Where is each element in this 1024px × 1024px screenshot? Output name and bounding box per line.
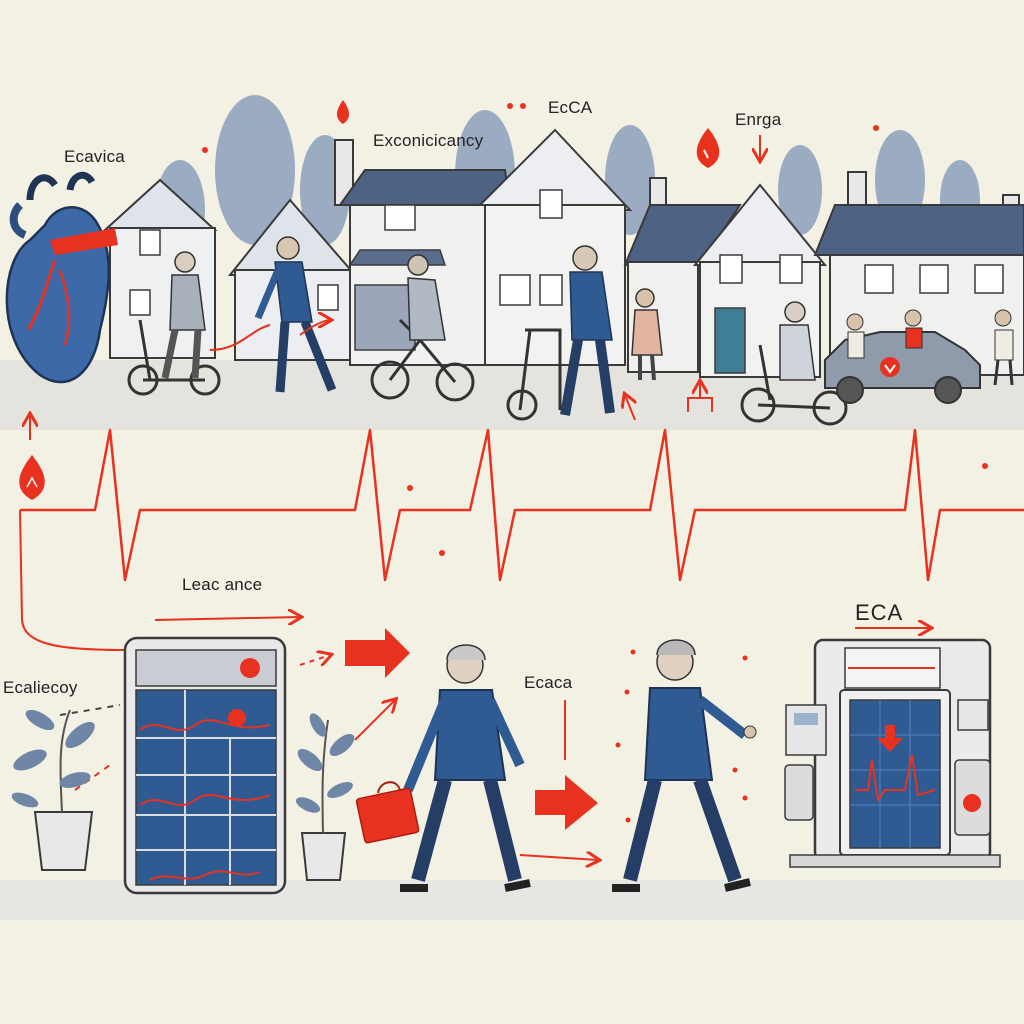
- arrow-right-icon: [519, 855, 598, 860]
- heart-organ-icon: [5, 171, 118, 384]
- arrow-right-icon: [154, 617, 300, 620]
- server-rack-icon: [123, 636, 287, 895]
- label-leac-ance: Leac ance: [182, 575, 263, 594]
- blood-drop-icon: [696, 128, 720, 168]
- label-ecaliecoy: Ecaliecoy: [3, 678, 78, 697]
- dashed-link: [59, 704, 121, 716]
- standing-person: [631, 288, 663, 381]
- potted-plant-icon: [11, 709, 95, 871]
- label-ecaca: Ecaca: [524, 673, 573, 692]
- label-ecavica: Ecavica: [64, 147, 125, 166]
- walking-businessman: [612, 639, 757, 892]
- arrow-up-icon: [688, 382, 712, 412]
- blood-drop-icon: [336, 100, 350, 124]
- label-ecca: EcCA: [548, 98, 593, 117]
- walking-businessman: [400, 644, 531, 892]
- ecg-trace: [20, 428, 1024, 582]
- arrow-right-icon: [209, 320, 330, 351]
- arrow-right-icon: [345, 628, 410, 678]
- decorative-dots: [202, 103, 988, 823]
- mobility-scooter: [740, 301, 848, 426]
- label-exconicicancy: Exconicicancy: [373, 131, 484, 150]
- blood-drop-icon: [19, 455, 45, 500]
- shopping-bag-icon: [355, 781, 420, 844]
- connector-line: [19, 509, 126, 651]
- potted-plant-icon: [295, 713, 355, 881]
- label-eca: ECA: [855, 600, 904, 625]
- label-enrga: Enrga: [735, 110, 782, 129]
- walking-person: [254, 236, 337, 393]
- arrow-right-icon: [354, 700, 395, 741]
- scooter-rider: [127, 251, 221, 396]
- bicycle-icon: [370, 254, 475, 402]
- bystanders: [846, 309, 1014, 386]
- arrow-right-icon: [299, 655, 330, 665]
- ecg-machine-icon: [784, 638, 1001, 868]
- arrow-up-icon: [625, 395, 635, 421]
- arrow-right-icon: [535, 775, 598, 830]
- walker-icon: [506, 245, 615, 421]
